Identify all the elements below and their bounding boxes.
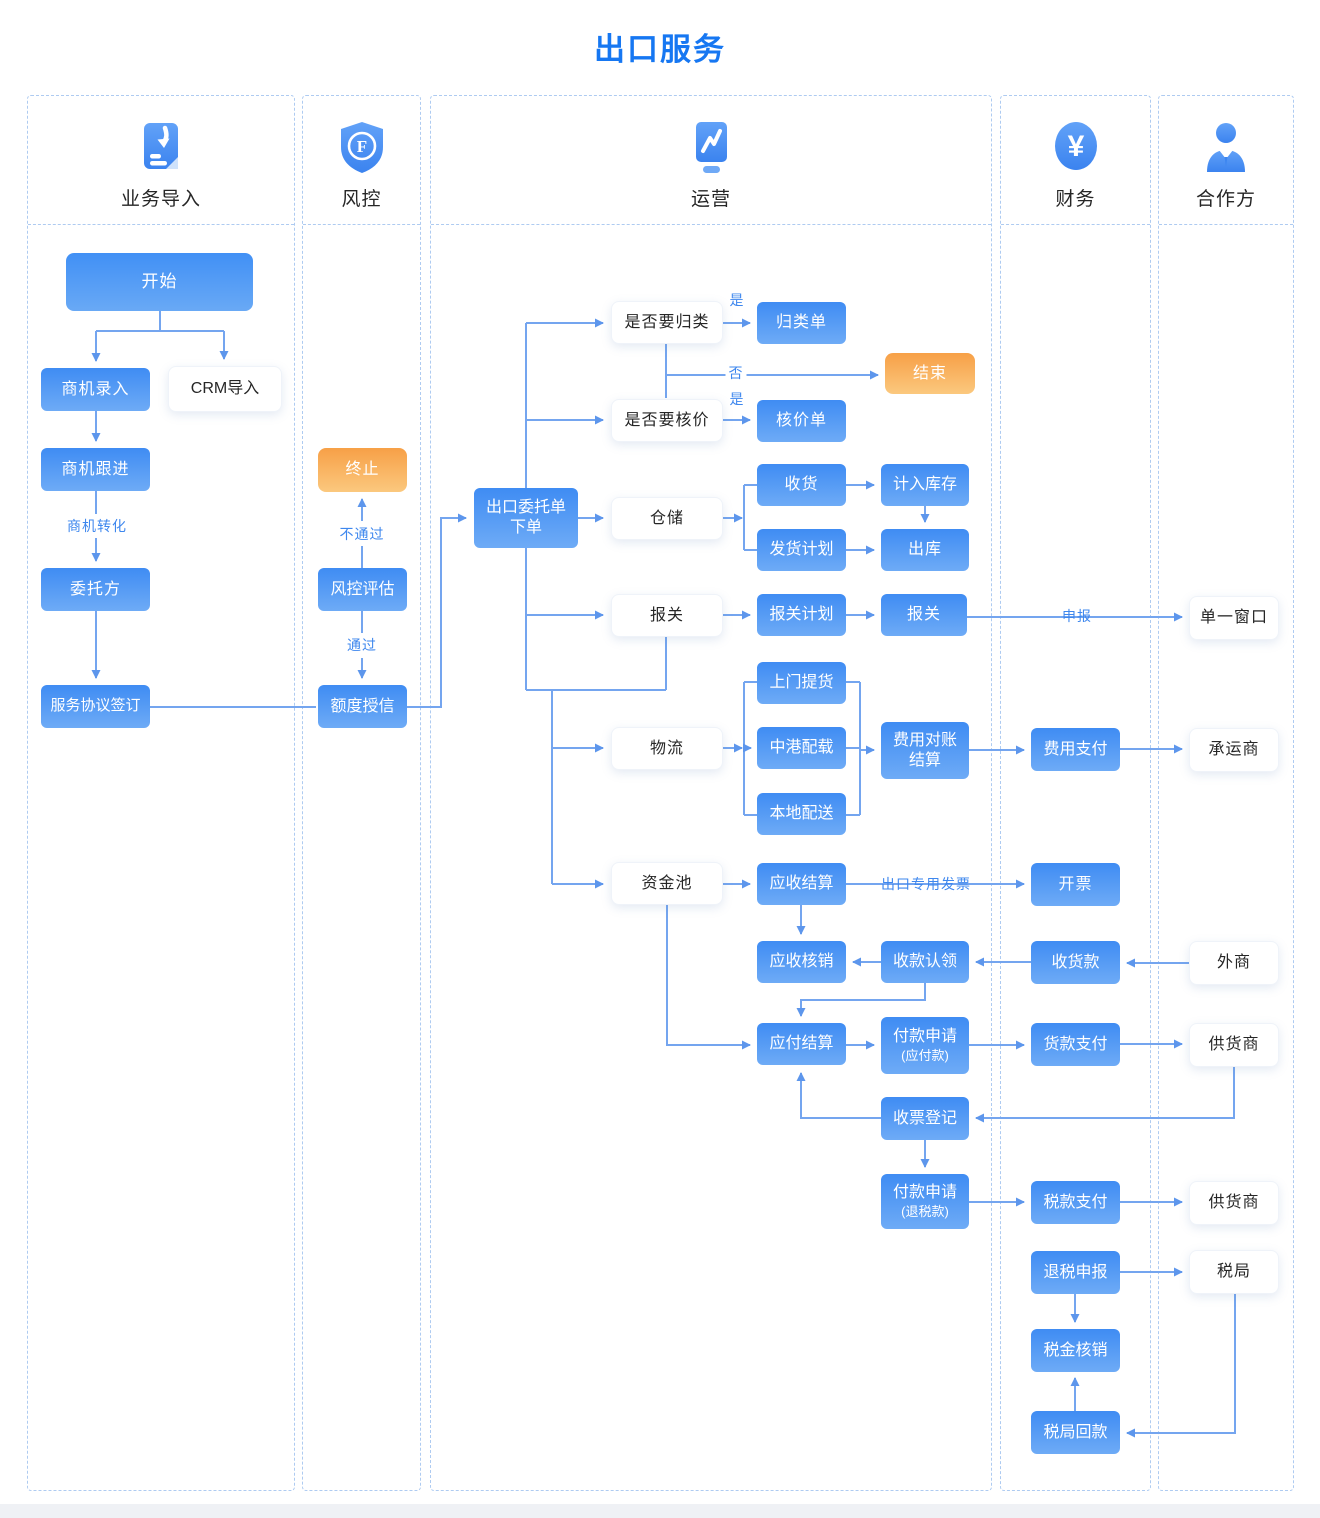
node-local-delivery: 本地配送 bbox=[757, 793, 846, 835]
edge-label-declare: 申报 bbox=[1062, 608, 1092, 624]
node-logistics: 物流 bbox=[611, 727, 723, 770]
node-credit-grant: 额度授信 bbox=[318, 685, 407, 728]
lane-header-divider bbox=[431, 224, 991, 225]
node-fee-reconciliation-line1: 费用对账 bbox=[892, 731, 957, 749]
node-question-classify: 是否要归类 bbox=[611, 301, 723, 344]
node-customs-declare: 报关 bbox=[881, 594, 967, 636]
node-hk-transport: 中港配载 bbox=[757, 727, 846, 769]
node-question-pricing: 是否要核价 bbox=[611, 399, 723, 442]
node-payment-request-ap-line2: (应付款) bbox=[901, 1047, 949, 1063]
node-payment-request-tax-line1: 付款申请 bbox=[892, 1183, 957, 1201]
person-icon bbox=[1207, 123, 1245, 172]
lane-header-divider bbox=[1159, 224, 1293, 225]
edge-label-yes-classify: 是 bbox=[729, 292, 745, 308]
node-into-stock: 计入库存 bbox=[881, 464, 969, 506]
svg-text:¥: ¥ bbox=[1067, 130, 1084, 163]
edge-label-yes-pricing: 是 bbox=[729, 391, 745, 407]
node-terminate: 终止 bbox=[318, 448, 407, 492]
node-start: 开始 bbox=[66, 253, 253, 311]
node-export-order: 出口委托单 下单 bbox=[474, 488, 578, 548]
node-lead-entry: 商机录入 bbox=[41, 368, 150, 411]
node-customs-plan: 报关计划 bbox=[757, 594, 846, 636]
lane-business-import: 业务导入 bbox=[27, 95, 295, 1491]
node-warehouse: 仓储 bbox=[611, 497, 723, 540]
lane-partners: 合作方 bbox=[1158, 95, 1294, 1491]
shield-f-icon: F bbox=[340, 122, 383, 173]
node-invoicing: 开票 bbox=[1031, 863, 1120, 906]
node-tax-bureau-return: 税局回款 bbox=[1031, 1411, 1120, 1454]
node-fee-reconciliation-line2: 结算 bbox=[908, 751, 941, 769]
node-receive-payment: 收货款 bbox=[1031, 941, 1120, 984]
node-carrier: 承运商 bbox=[1189, 728, 1279, 772]
node-customs: 报关 bbox=[611, 594, 723, 637]
node-payment-request-ap: 付款申请 (应付款) bbox=[881, 1017, 969, 1074]
edge-label-lead-convert: 商机转化 bbox=[64, 516, 130, 536]
node-ap-settlement: 应付结算 bbox=[757, 1023, 846, 1065]
lane-label-finance: 财务 bbox=[1055, 189, 1096, 210]
lane-label-business-import: 业务导入 bbox=[120, 189, 201, 210]
node-payment-request-ap-line1: 付款申请 bbox=[892, 1027, 957, 1045]
document-import-icon bbox=[144, 123, 178, 169]
node-foreign-buyer: 外商 bbox=[1189, 941, 1279, 985]
node-fund-pool: 资金池 bbox=[611, 862, 723, 905]
node-payment-claim: 收款认领 bbox=[881, 941, 969, 983]
node-ar-writeoff: 应收核销 bbox=[757, 941, 846, 983]
node-tax-refund-declare: 退税申报 bbox=[1031, 1251, 1120, 1294]
node-payment-request-tax: 付款申请 (退税款) bbox=[881, 1174, 969, 1229]
node-fee-reconciliation: 费用对账 结算 bbox=[881, 722, 969, 779]
trend-chart-icon bbox=[696, 122, 727, 173]
lane-label-operations: 运营 bbox=[690, 189, 731, 210]
node-supplier-2: 供货商 bbox=[1189, 1181, 1279, 1225]
lane-header-divider bbox=[303, 224, 420, 225]
node-pickup: 上门提货 bbox=[757, 662, 846, 704]
yuan-coin-icon: ¥ bbox=[1054, 122, 1097, 170]
edge-label-reject: 不通过 bbox=[339, 526, 385, 542]
lane-operations: 运营 bbox=[430, 95, 992, 1491]
node-pricing-doc: 核价单 bbox=[757, 400, 846, 442]
node-single-window: 单一窗口 bbox=[1189, 596, 1279, 640]
node-risk-evaluation: 风控评估 bbox=[318, 568, 407, 611]
lane-header-divider bbox=[1001, 224, 1150, 225]
node-fee-payment: 费用支付 bbox=[1031, 728, 1120, 771]
node-tax-bureau: 税局 bbox=[1189, 1250, 1279, 1294]
lane-label-partners: 合作方 bbox=[1195, 189, 1256, 210]
edge-label-pass: 通过 bbox=[347, 637, 377, 653]
page-bottom-strip bbox=[0, 1504, 1320, 1518]
node-export-order-line1: 出口委托单 bbox=[485, 499, 566, 516]
node-ship-plan: 发货计划 bbox=[757, 529, 846, 571]
lane-risk-control: F 风控 bbox=[302, 95, 421, 1491]
lane-finance: ¥ 财务 bbox=[1000, 95, 1151, 1491]
svg-text:F: F bbox=[356, 137, 366, 156]
node-crm-import: CRM导入 bbox=[168, 366, 282, 412]
edge-label-export-invoice: 出口专用发票 bbox=[881, 876, 971, 892]
lane-label-risk-control: 风控 bbox=[341, 189, 382, 210]
node-goods-payment: 货款支付 bbox=[1031, 1023, 1120, 1066]
node-lead-follow: 商机跟进 bbox=[41, 448, 150, 491]
node-principal: 委托方 bbox=[41, 568, 150, 611]
node-invoice-registration: 收票登记 bbox=[881, 1097, 969, 1140]
node-tax-writeoff: 税金核销 bbox=[1031, 1329, 1120, 1372]
node-out-stock: 出库 bbox=[881, 529, 969, 571]
node-supplier-1: 供货商 bbox=[1189, 1023, 1279, 1067]
node-receive-goods: 收货 bbox=[757, 464, 846, 506]
node-export-order-line2: 下单 bbox=[509, 519, 542, 536]
node-service-agreement-sign: 服务协议签订 bbox=[41, 685, 150, 728]
node-tax-payment: 税款支付 bbox=[1031, 1181, 1120, 1224]
edge-label-no: 否 bbox=[725, 363, 747, 383]
page-title: 出口服务 bbox=[594, 32, 726, 67]
node-ar-settlement: 应收结算 bbox=[757, 863, 846, 905]
node-classify-doc: 归类单 bbox=[757, 302, 846, 344]
node-end: 结束 bbox=[885, 353, 975, 394]
lane-header-divider bbox=[28, 224, 294, 225]
node-payment-request-tax-line2: (退税款) bbox=[901, 1203, 949, 1219]
